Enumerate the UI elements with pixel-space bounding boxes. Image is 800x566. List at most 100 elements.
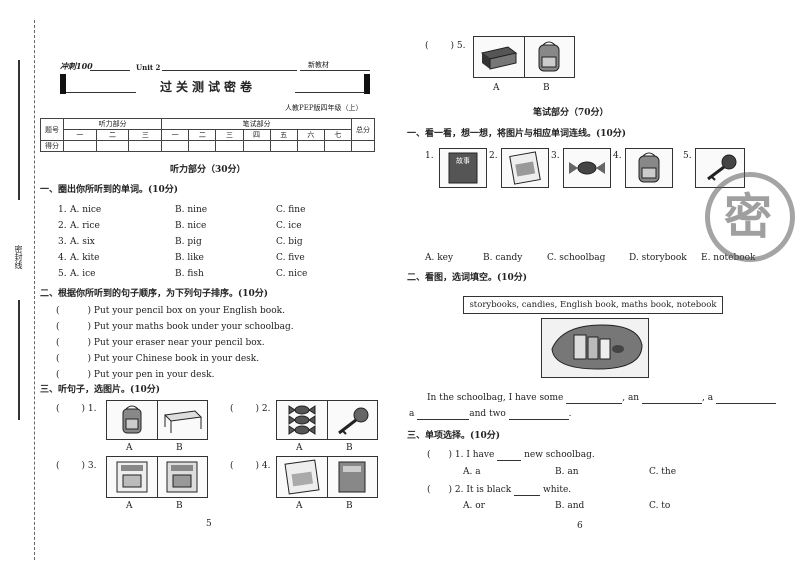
option-a[interactable]: A. six — [70, 237, 95, 247]
score-cell[interactable] — [161, 140, 190, 152]
score-cell[interactable] — [296, 140, 325, 152]
storybook-picture[interactable] — [277, 457, 328, 497]
binding-line-bottom — [18, 300, 20, 420]
option-b-label: B — [543, 83, 550, 93]
fill-blank[interactable] — [497, 450, 522, 461]
mc-option[interactable]: A. or — [463, 501, 485, 511]
picture-pair — [276, 456, 378, 498]
score-cell[interactable] — [63, 140, 97, 152]
score-cell[interactable] — [242, 140, 271, 152]
option-b-label: B — [176, 443, 183, 453]
match-word[interactable]: D. storybook — [629, 253, 687, 263]
mc-stem: white. — [542, 485, 572, 495]
storybook-picture[interactable]: 故事 — [439, 148, 487, 188]
option-b[interactable]: B. fish — [175, 269, 204, 279]
fill-blank[interactable] — [508, 409, 569, 420]
score-cell[interactable] — [323, 140, 353, 152]
fill-blank[interactable] — [417, 409, 470, 420]
listen-q3-item-2: () 2. — [230, 404, 271, 414]
score-cell[interactable] — [215, 140, 244, 152]
score-col: 五 — [269, 129, 298, 141]
fill-blank[interactable] — [715, 393, 776, 404]
candies-picture[interactable] — [277, 401, 328, 439]
listen-q1-title: 一、圈出你所听到的单词。(10分) — [40, 185, 179, 195]
header-black-bar — [60, 74, 66, 94]
page-number-right: 6 — [577, 521, 583, 531]
score-col: 二 — [188, 129, 217, 141]
score-cell[interactable] — [269, 140, 298, 152]
picture-pair — [106, 456, 208, 498]
pencil-box-picture[interactable] — [474, 37, 525, 77]
mc-option[interactable]: B. an — [555, 467, 579, 477]
score-cell[interactable] — [188, 140, 217, 152]
option-a[interactable]: A. rice — [70, 221, 100, 231]
match-word[interactable]: B. candy — [483, 253, 523, 263]
option-c[interactable]: C. big — [276, 237, 303, 247]
fill-blank[interactable] — [514, 485, 541, 496]
match-word[interactable]: C. schoolbag — [547, 253, 606, 263]
match-word[interactable]: A. key — [425, 253, 454, 263]
mc-option[interactable]: C. the — [649, 467, 677, 477]
score-cell[interactable] — [128, 140, 163, 152]
chinese-book-picture[interactable] — [157, 457, 207, 497]
storybook-title: 故事 — [456, 156, 470, 165]
desk-picture[interactable] — [157, 401, 207, 439]
header-rule-5 — [295, 92, 365, 93]
sentence: Put your pen in your desk. — [93, 370, 215, 380]
fill-blank[interactable] — [641, 393, 702, 404]
mc-question-1: () 1. I have new schoolbag. — [427, 450, 595, 461]
listen-q3-title: 三、听句子，选图片。(10分) — [40, 385, 161, 395]
option-b-label: B — [176, 501, 183, 511]
listen-q3-item-1: () 1. — [56, 404, 97, 414]
mc-option[interactable]: B. and — [555, 501, 585, 511]
option-b[interactable]: B. like — [175, 253, 204, 263]
option-c[interactable]: C. five — [276, 253, 305, 263]
question-number: 4. — [58, 253, 67, 263]
schoolbag-picture[interactable] — [107, 401, 158, 439]
schoolbag-picture[interactable] — [625, 148, 673, 188]
option-b[interactable]: B. nine — [175, 205, 208, 215]
question-number: 4. — [261, 461, 271, 471]
question-number: 5. — [58, 269, 67, 279]
score-col: 三 — [215, 129, 244, 141]
listen-q1-row: 5. A. ice B. fish C. nice — [58, 268, 358, 280]
option-c[interactable]: C. ice — [276, 221, 302, 231]
binding-line-top — [18, 60, 20, 200]
score-cell[interactable] — [351, 140, 375, 152]
fill-line-2: a and two . — [409, 408, 572, 420]
mc-option[interactable]: A. a — [463, 467, 481, 477]
fill-text: In the schoolbag, I have some — [427, 393, 564, 403]
option-a[interactable]: A. ice — [70, 269, 96, 279]
binding-margin-text: 密封线 — [14, 245, 23, 269]
sort-item: () Put your maths book under your school… — [56, 322, 294, 332]
mc-stem: 1. I have — [454, 450, 495, 460]
option-a[interactable]: A. nice — [70, 205, 102, 215]
schoolbag-picture[interactable] — [524, 37, 574, 77]
score-col: 四 — [242, 129, 271, 141]
option-c[interactable]: C. nice — [276, 269, 308, 279]
question-number: 3. — [87, 461, 97, 471]
notebook-picture[interactable] — [327, 457, 377, 497]
fill-line-1: In the schoolbag, I have some , an , a — [427, 392, 776, 404]
candy-picture[interactable] — [563, 148, 611, 188]
option-a-label: A — [126, 443, 133, 453]
score-cell[interactable] — [95, 140, 130, 152]
score-table-listen-label: 听力部分 — [62, 118, 163, 130]
match-word[interactable]: E. notebook — [701, 253, 756, 263]
option-c[interactable]: C. fine — [276, 205, 306, 215]
question-number: 2. — [261, 404, 271, 414]
key-picture[interactable] — [327, 401, 377, 439]
option-a: 1. — [58, 205, 67, 215]
option-b[interactable]: B. nice — [175, 221, 207, 231]
listen-q1-row: 1. A. nice B. nine C. fine — [58, 204, 358, 216]
option-b[interactable]: B. pig — [175, 237, 202, 247]
score-table-write-label: 笔试部分 — [161, 118, 352, 130]
notebook-picture[interactable] — [501, 148, 549, 188]
fill-blank[interactable] — [566, 393, 623, 404]
mc-option[interactable]: C. to — [649, 501, 671, 511]
fill-text: a — [409, 409, 415, 419]
page-number-left: 5 — [206, 519, 212, 529]
maths-book-picture[interactable] — [107, 457, 158, 497]
sentence: Put your Chinese book in your desk. — [93, 354, 260, 364]
option-a[interactable]: A. kite — [70, 253, 100, 263]
